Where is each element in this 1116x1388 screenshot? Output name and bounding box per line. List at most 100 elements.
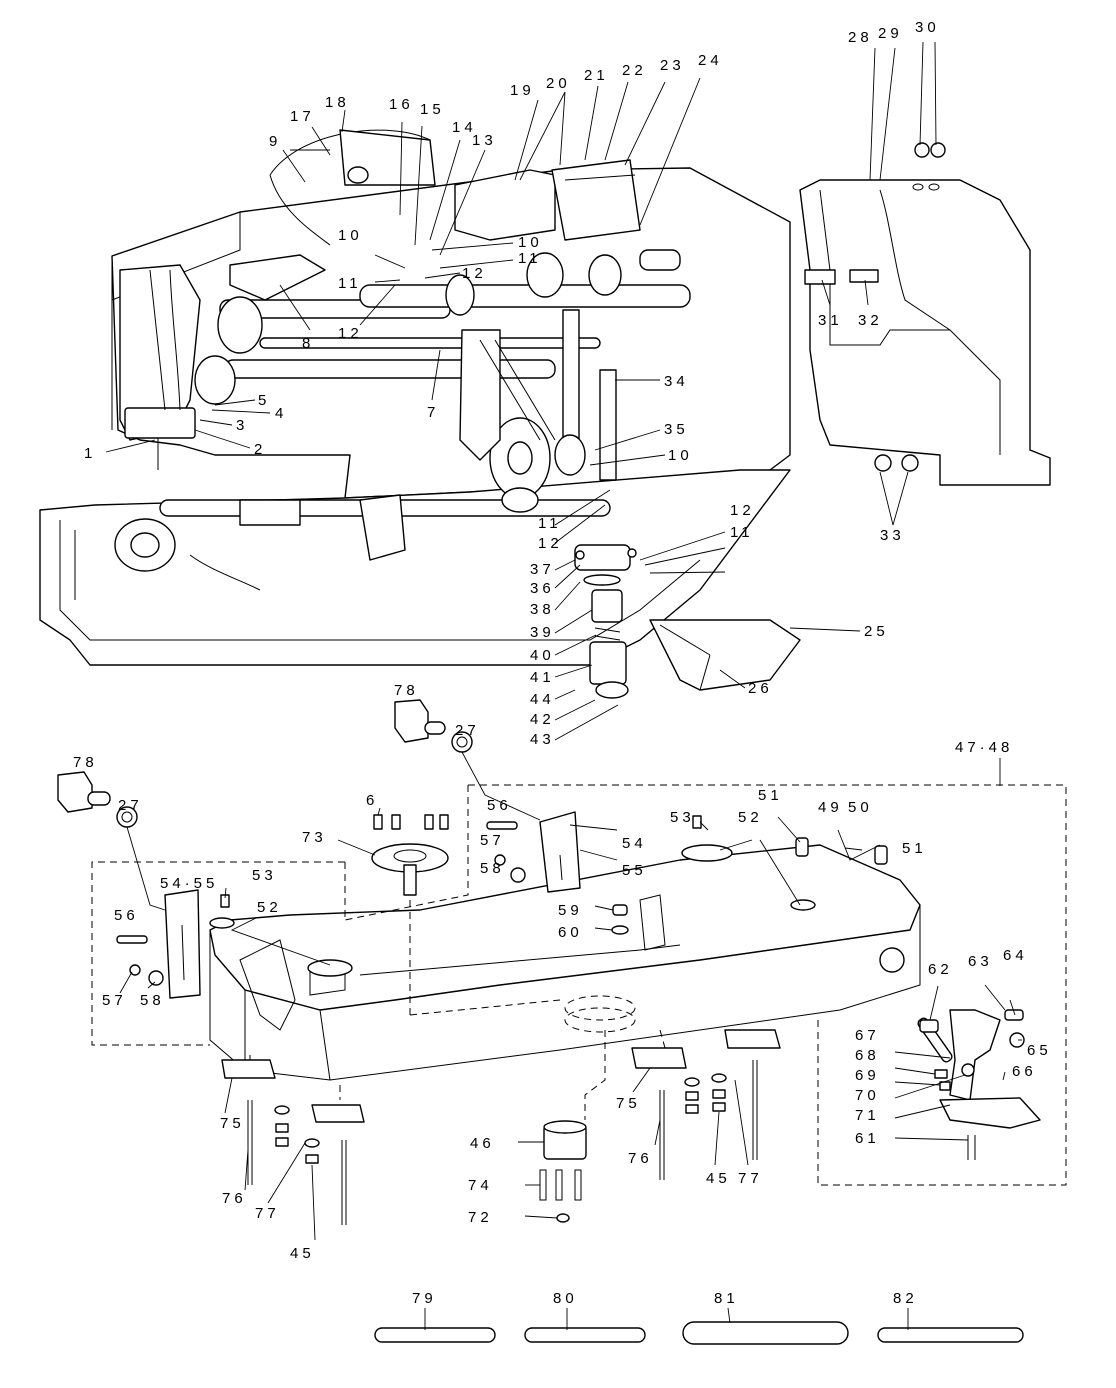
callout-59: 59 — [558, 902, 583, 919]
callout-36: 36 — [530, 580, 555, 597]
callout-56b: 56 — [114, 907, 139, 924]
callout-34: 34 — [664, 373, 689, 390]
callout-52a: 52 — [738, 809, 763, 826]
machine-head-assembly — [39, 129, 791, 666]
callout-22: 22 — [622, 62, 647, 79]
callout-81: 81 — [714, 1290, 739, 1307]
callout-54: 54 — [622, 835, 647, 852]
callout-11a: 11 — [338, 275, 362, 292]
callout-37: 37 — [530, 561, 555, 578]
part-25-oil-pan — [649, 619, 801, 691]
callout-77b: 77 — [738, 1170, 763, 1187]
callout-24: 24 — [698, 52, 723, 69]
callout-30: 30 — [915, 19, 940, 36]
callout-25: 25 — [864, 623, 889, 640]
callout-17: 17 — [290, 108, 315, 125]
callout-11d: 11 — [730, 524, 754, 541]
part-11-lower — [627, 548, 637, 558]
lift-column-parts — [574, 544, 637, 699]
callout-52b: 52 — [257, 899, 282, 916]
callout-23: 23 — [660, 57, 685, 74]
callout-6: 6 — [366, 792, 378, 809]
callout-3: 3 — [236, 417, 248, 434]
callout-57a: 57 — [480, 832, 505, 849]
callout-62: 62 — [928, 961, 953, 978]
callout-45a: 45 — [290, 1245, 315, 1262]
callout-70: 70 — [855, 1087, 880, 1104]
leader-lines — [105, 41, 1022, 1330]
callout-67: 67 — [855, 1027, 880, 1044]
callout-14: 14 — [452, 119, 477, 136]
callout-68: 68 — [855, 1047, 880, 1064]
callout-49: 49 — [818, 799, 843, 816]
callout-26: 26 — [748, 680, 773, 697]
callout-56a: 56 — [487, 797, 512, 814]
callout-10b: 10 — [518, 234, 543, 251]
callout-79: 79 — [412, 1290, 437, 1307]
callout-42: 42 — [530, 711, 555, 728]
callout-72: 72 — [468, 1209, 493, 1226]
callout-labels: 1 2 3 4 5 6 7 8 9 10 10 10 11 11 11 11 1… — [73, 19, 1048, 1307]
callout-78a: 78 — [394, 682, 419, 699]
callout-53b: 53 — [252, 867, 277, 884]
callout-78b: 78 — [73, 754, 98, 771]
callout-45b: 45 — [706, 1170, 731, 1187]
group-box-47-48 — [468, 784, 1067, 1186]
callout-66: 66 — [1012, 1063, 1037, 1080]
callout-10a: 10 — [338, 227, 363, 244]
callout-27a: 27 — [455, 722, 480, 739]
callout-75a: 75 — [220, 1115, 245, 1132]
callout-58a: 58 — [480, 860, 505, 877]
callout-29: 29 — [878, 25, 903, 42]
callout-55: 55 — [622, 862, 647, 879]
callout-46: 46 — [470, 1135, 495, 1152]
callout-16: 16 — [389, 96, 414, 113]
callout-12d: 12 — [730, 502, 755, 519]
callout-63: 63 — [968, 953, 993, 970]
callout-15: 15 — [420, 101, 445, 118]
callout-12c: 12 — [538, 535, 563, 552]
callout-76a: 76 — [222, 1190, 247, 1207]
callout-13: 13 — [472, 132, 497, 149]
callout-8: 8 — [302, 335, 314, 352]
callout-51a: 51 — [758, 787, 783, 804]
callout-44: 44 — [530, 691, 555, 708]
callout-12a: 12 — [338, 325, 363, 342]
callout-21: 21 — [584, 67, 609, 84]
callout-73: 73 — [302, 829, 327, 846]
callout-80: 80 — [553, 1290, 578, 1307]
callout-18: 18 — [325, 94, 350, 111]
callout-39: 39 — [530, 624, 555, 641]
callout-74: 74 — [468, 1177, 493, 1194]
part-37 — [575, 550, 585, 560]
callout-77a: 77 — [255, 1205, 280, 1222]
callout-50: 50 — [848, 799, 873, 816]
callout-76b: 76 — [628, 1150, 653, 1167]
callout-43: 43 — [530, 731, 555, 748]
callout-5: 5 — [258, 392, 270, 409]
callout-71: 71 — [855, 1107, 880, 1124]
part-39 — [591, 589, 623, 623]
callout-27b: 27 — [118, 797, 143, 814]
callout-41: 41 — [530, 669, 555, 686]
top-cover-assembly — [799, 142, 1051, 486]
callout-35: 35 — [664, 421, 689, 438]
part-41 — [589, 641, 627, 685]
callout-53a: 53 — [670, 809, 695, 826]
group-box-left — [91, 861, 345, 1046]
callout-7: 7 — [427, 404, 439, 421]
callout-64: 64 — [1003, 947, 1028, 964]
callout-75b: 75 — [616, 1095, 641, 1112]
callout-58b: 58 — [140, 992, 165, 1009]
callout-4: 4 — [275, 405, 287, 422]
callout-38: 38 — [530, 601, 555, 618]
callout-11c: 11 — [538, 515, 562, 532]
callout-32: 32 — [858, 312, 883, 329]
callout-40: 40 — [530, 647, 555, 664]
part-36 — [574, 544, 631, 571]
part-38 — [583, 574, 621, 586]
callout-47-48: 47·48 — [955, 739, 1013, 756]
callout-31: 31 — [818, 312, 843, 329]
callout-11b: 11 — [518, 250, 542, 267]
callout-19: 19 — [510, 82, 535, 99]
